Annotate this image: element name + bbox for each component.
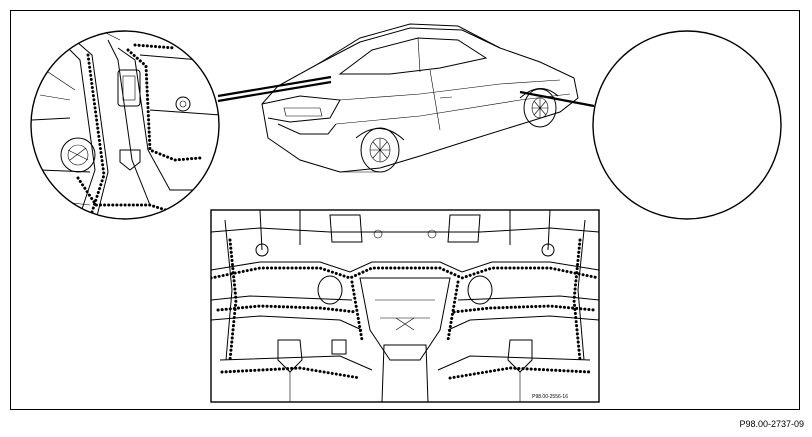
car-illustration [261,23,579,173]
right-detail-view [592,30,782,220]
inner-panel-code: P98.00-2556-16 [532,394,568,400]
leader-lines [217,75,595,108]
left-detail-view [30,30,220,220]
figure-reference-code: P98.00-2737-09 [739,419,804,429]
bottom-detail-view: P98.00-2556-16 [210,209,600,403]
